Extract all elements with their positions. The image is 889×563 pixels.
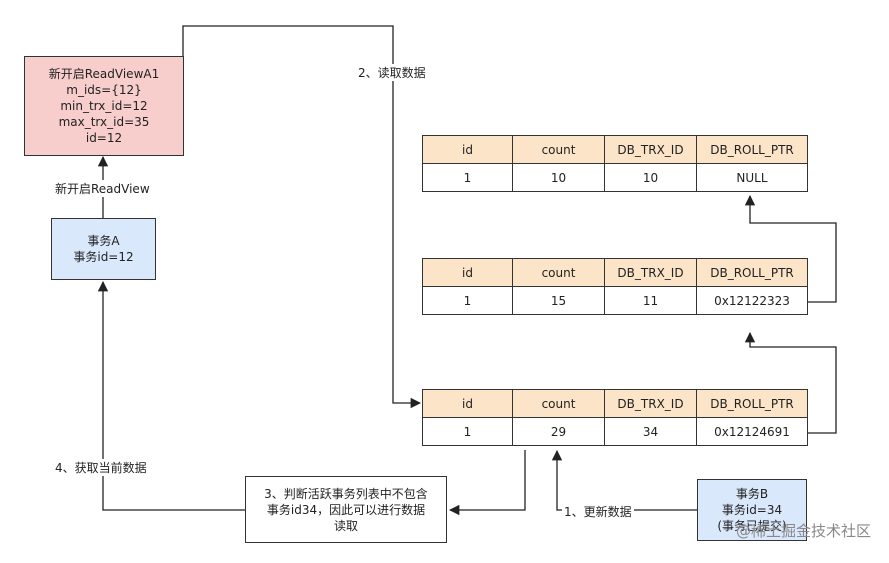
label-update-data: 1、更新数据 [562,503,634,520]
table-row: 1 15 11 0x12122323 [422,286,808,315]
table-row: 1 10 10 NULL [422,163,808,192]
header-cell: DB_TRX_ID [604,258,697,287]
arrow-get-current [97,280,245,511]
table-cell: 11 [604,286,697,315]
header-cell: DB_ROLL_PTR [696,135,808,164]
table-cell: 0x12124691 [696,417,808,446]
readview-line: m_ids={12} [66,83,142,97]
header-cell: count [512,389,605,418]
table-cell: 1 [422,163,513,192]
readview-line: id=12 [85,131,123,145]
judge-box: 3、判断活跃事务列表中不包含 事务id34，因此可以进行数据 读取 [245,476,447,543]
arrow-rollptr-middle [744,194,837,303]
header-cell: DB_TRX_ID [604,389,697,418]
table-cell: 29 [512,417,605,446]
table-cell: 34 [604,417,697,446]
current-record-table: id count DB_TRX_ID DB_ROLL_PTR 1 29 34 0… [422,389,808,446]
readview-box: 新开启ReadViewA1 m_ids={12} min_trx_id=12 m… [24,56,184,156]
header-cell: DB_ROLL_PTR [696,258,808,287]
table-cell: 10 [512,163,605,192]
transaction-a-line: 事务id=12 [73,250,134,264]
table-header-row: id count DB_TRX_ID DB_ROLL_PTR [422,258,808,287]
table-header-row: id count DB_TRX_ID DB_ROLL_PTR [422,135,808,164]
label-open-readview: 新开启ReadView [53,180,152,197]
label-get-current: 4、获取当前数据 [53,459,149,476]
undo-record-table-middle: id count DB_TRX_ID DB_ROLL_PTR 1 15 11 0… [422,258,808,315]
label-read-data: 2、读取数据 [356,64,428,81]
arrow-rollptr-bottom [744,331,837,434]
arrow-read-data [182,25,422,409]
header-cell: count [512,258,605,287]
table-cell: 15 [512,286,605,315]
arrow-table-to-judge [448,450,526,516]
table-cell: 1 [422,417,513,446]
transaction-b-line: 事务B [735,487,769,501]
header-cell: id [422,135,513,164]
transaction-a-box: 事务A 事务id=12 [51,218,156,280]
table-row: 1 29 34 0x12124691 [422,417,808,446]
watermark: @稀土掘金技术社区 [735,522,871,540]
header-cell: count [512,135,605,164]
transaction-a-line: 事务A [87,234,120,248]
table-cell: NULL [696,163,808,192]
judge-line: 3、判断活跃事务列表中不包含 [264,486,428,501]
table-cell: 10 [604,163,697,192]
readview-line: max_trx_id=35 [58,115,150,129]
header-cell: id [422,258,513,287]
transaction-b-box: 事务B 事务id=34 (事务已提交) [697,479,807,541]
header-cell: id [422,389,513,418]
arrow-update-data [551,449,697,511]
judge-line: 读取 [333,518,358,533]
table-cell: 1 [422,286,513,315]
judge-line: 事务id34，因此可以进行数据 [266,502,426,517]
header-cell: DB_TRX_ID [604,135,697,164]
transaction-b-line: (事务已提交) [717,519,787,533]
transaction-b-line: 事务id=34 [721,503,783,517]
undo-record-table-top: id count DB_TRX_ID DB_ROLL_PTR 1 10 10 N… [422,135,808,192]
readview-line: min_trx_id=12 [60,99,148,113]
table-cell: 0x12122323 [696,286,808,315]
header-cell: DB_ROLL_PTR [696,389,808,418]
readview-line: 新开启ReadViewA1 [48,67,160,81]
table-header-row: id count DB_TRX_ID DB_ROLL_PTR [422,389,808,418]
